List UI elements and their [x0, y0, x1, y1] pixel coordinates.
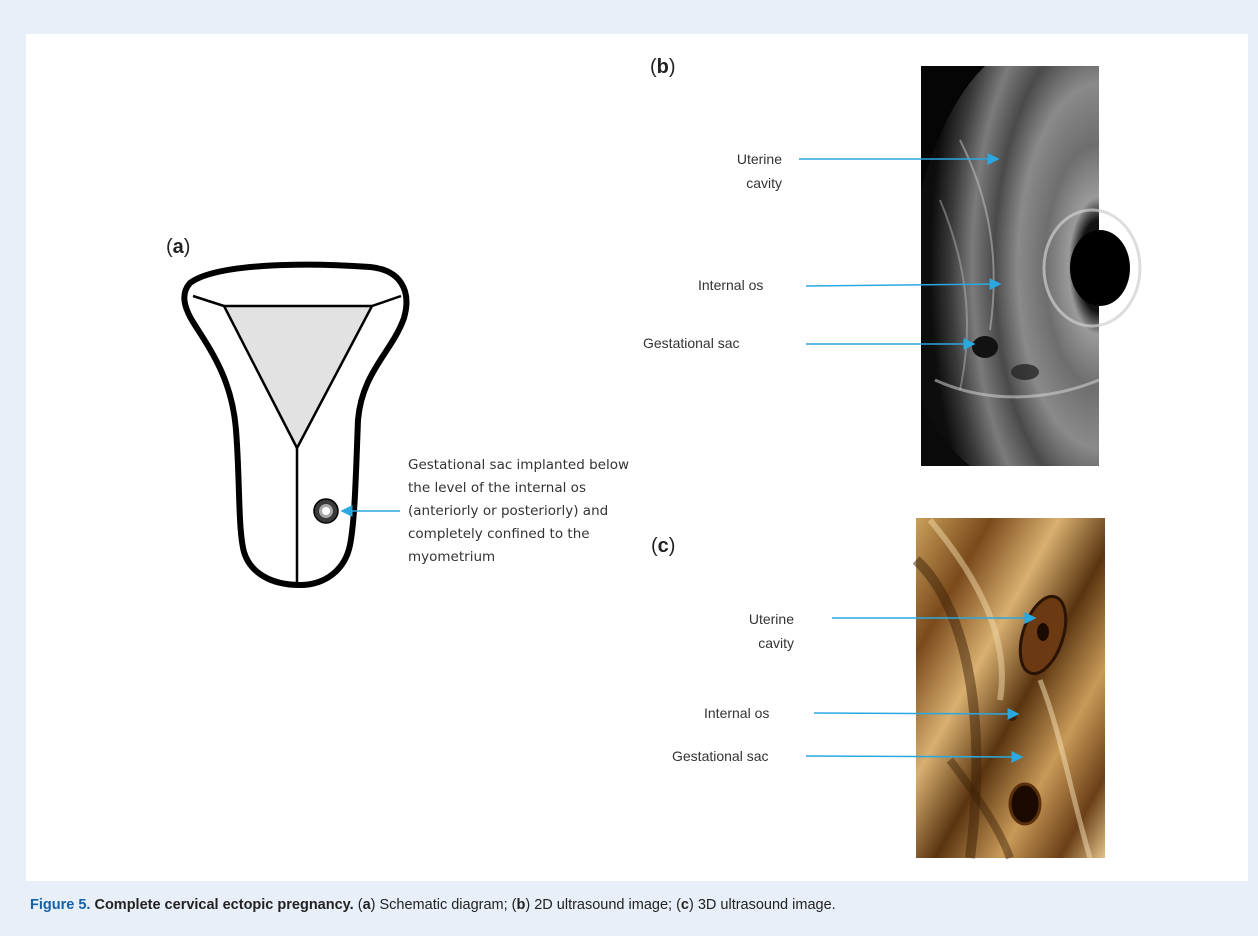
annotation-line: myometrium [408, 546, 629, 569]
panel-label-c: (c) [651, 535, 675, 558]
annotation-line: Gestational sac implanted below [408, 454, 629, 477]
panel-label-a: (a) [166, 236, 190, 259]
figure-title: Complete cervical ectopic pregnancy. [94, 897, 353, 913]
ultrasound-2d-image [921, 66, 1140, 466]
annotation-line: completely confined to the [408, 523, 629, 546]
uterus-schematic [184, 265, 406, 585]
label-3d-internal-os: Internal os [704, 701, 769, 725]
annotation-line: the level of the internal os [408, 477, 629, 500]
label-3d-uterine-cavity: Uterine cavity [710, 607, 794, 655]
panel-label-b: (b) [650, 56, 676, 79]
label-2d-uterine-cavity: Uterine cavity [700, 147, 782, 195]
figure-caption: Figure 5. Complete cervical ectopic preg… [30, 897, 1230, 913]
schematic-annotation: Gestational sac implanted below the leve… [408, 454, 629, 569]
label-3d-gestational-sac: Gestational sac [672, 744, 769, 768]
arrow-3d-internal-os [814, 713, 1018, 714]
label-2d-internal-os: Internal os [698, 273, 763, 297]
annotation-line: (anteriorly or posteriorly) and [408, 500, 629, 523]
ultrasound-3d-image [916, 518, 1105, 858]
figure-number: Figure 5. [30, 897, 90, 913]
arrow-3d-gestational-sac [806, 756, 1022, 757]
label-2d-gestational-sac: Gestational sac [643, 331, 740, 355]
